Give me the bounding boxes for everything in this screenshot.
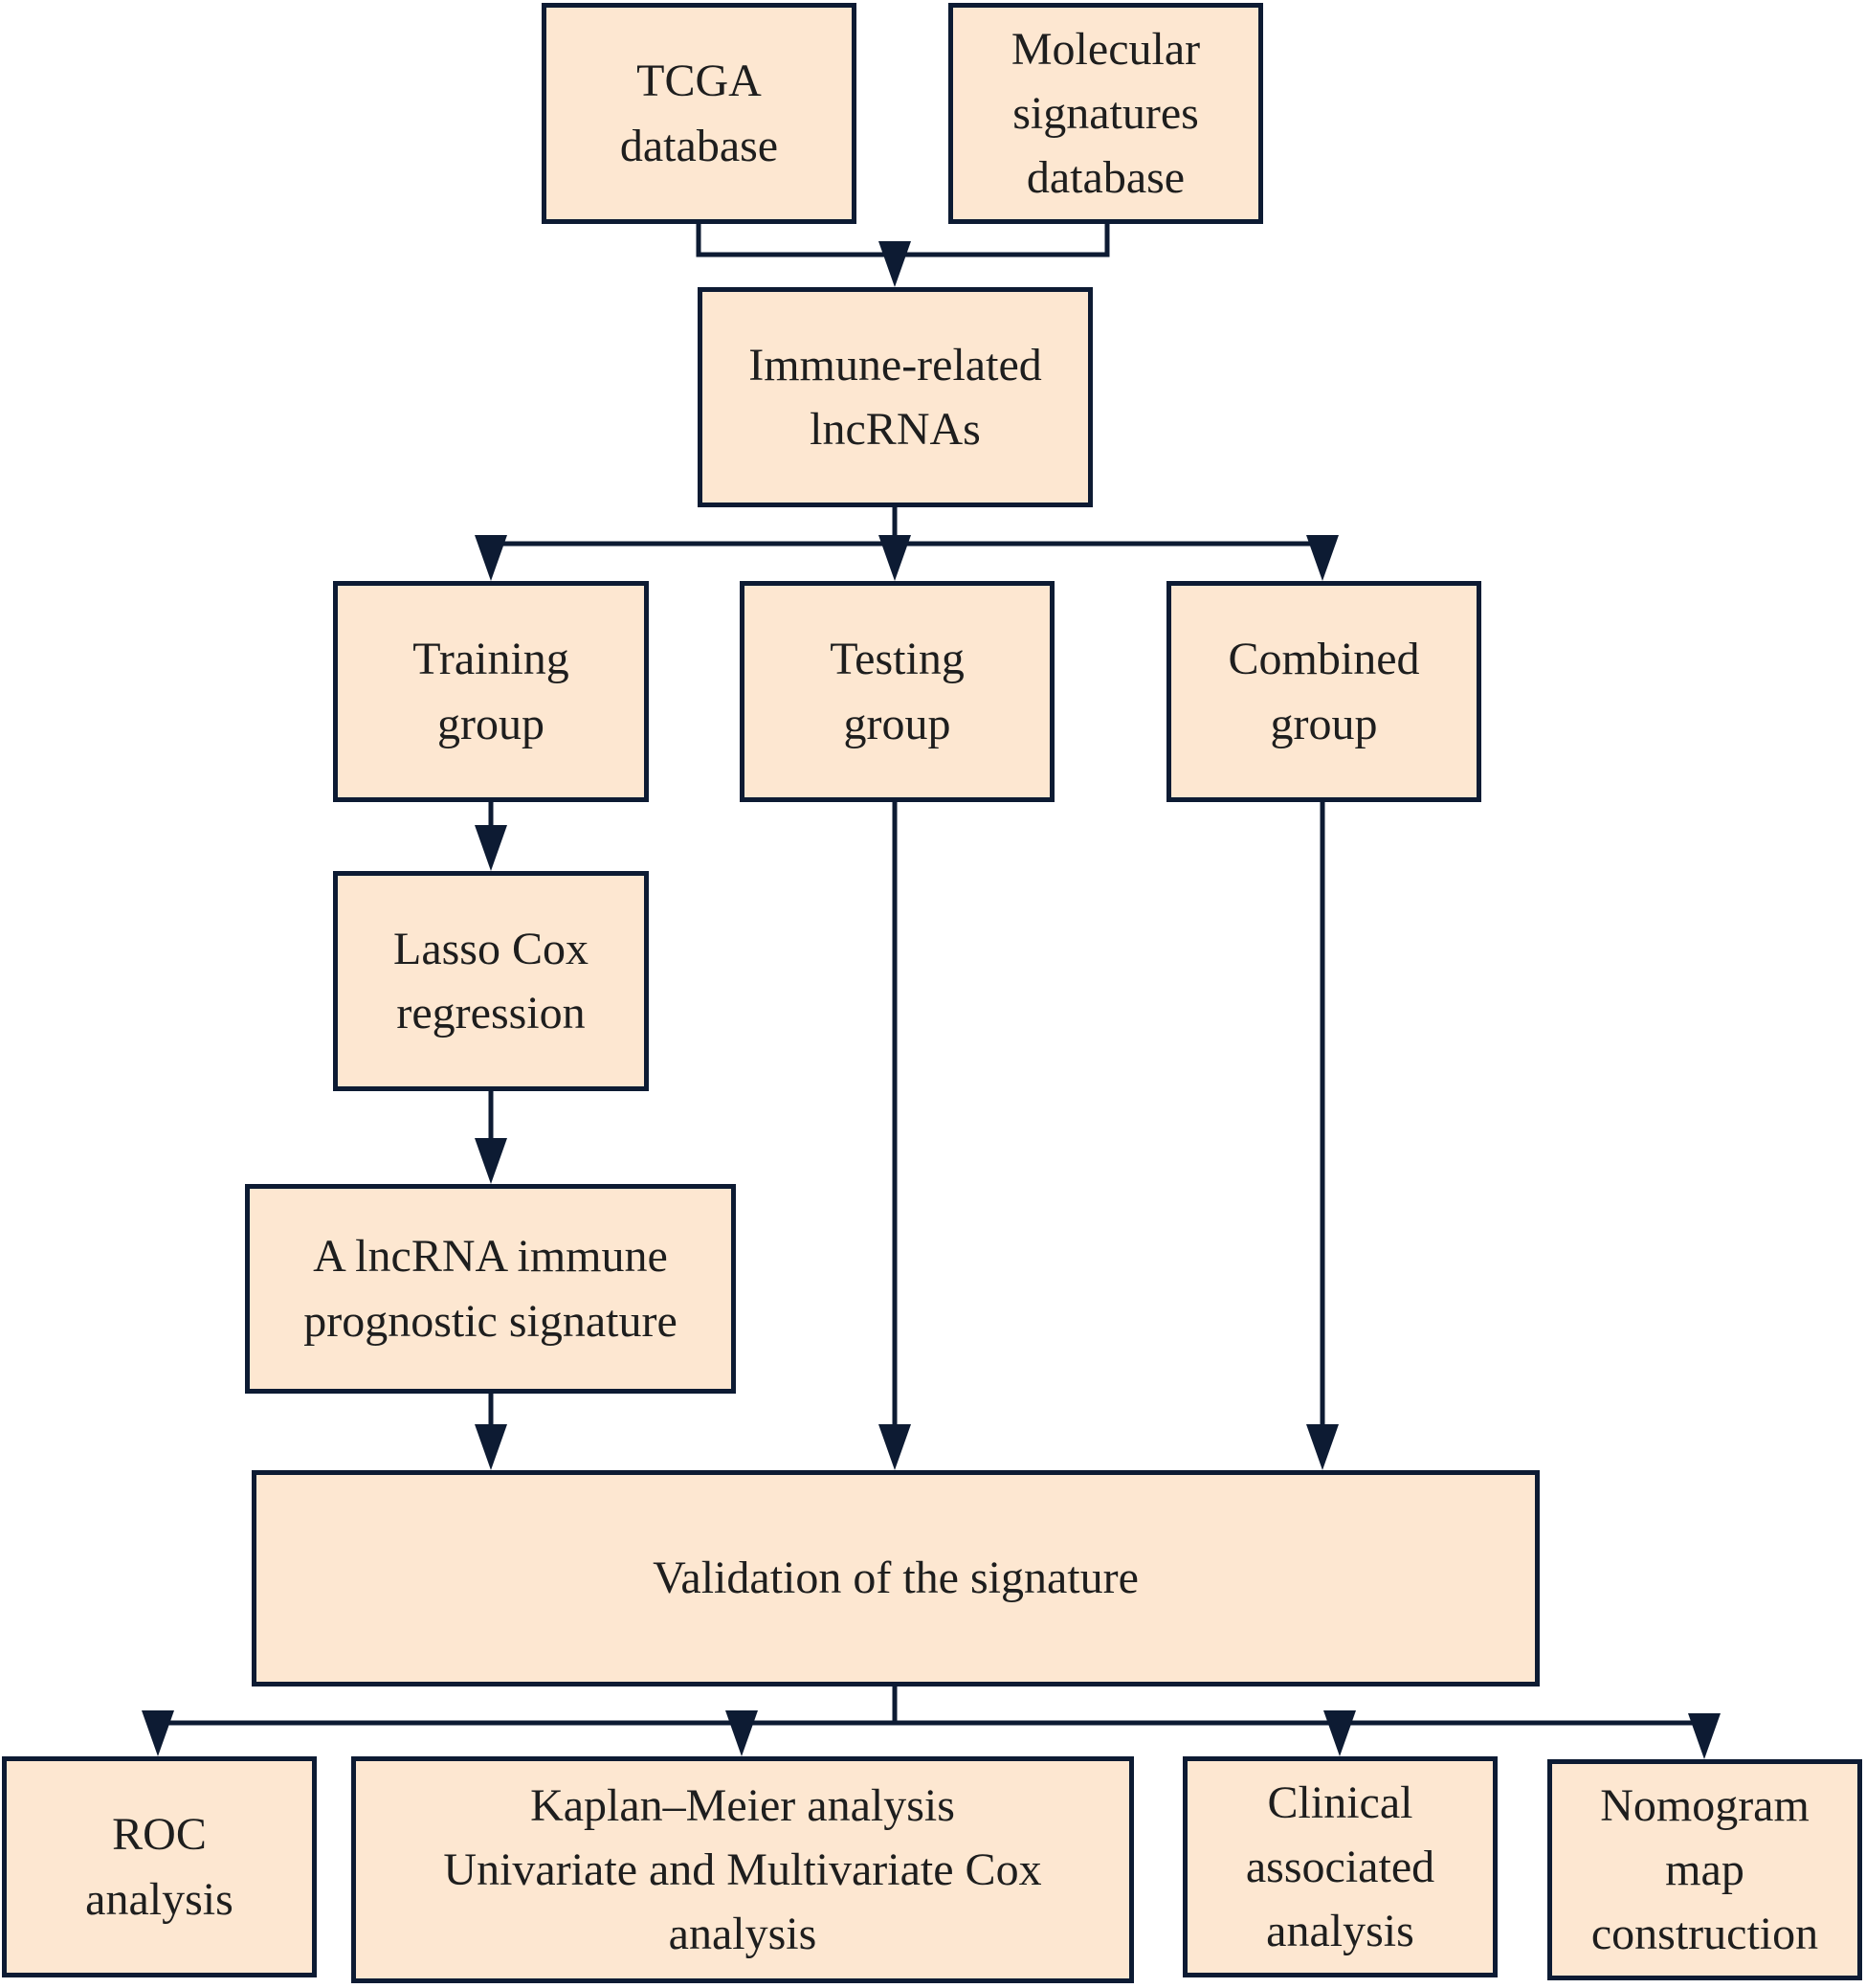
node-lasso-cox-regression-line-2: regression [396,988,586,1039]
node-lncrna-immune-prognostic-signature-line-2: prognostic signature [303,1295,678,1347]
node-kaplan-meier-cox-analysis: Kaplan–Meier analysis Univariate and Mul… [351,1756,1134,1983]
node-nomogram-map-construction-line-2: map [1665,1843,1744,1895]
arrowhead-to-testing-group [878,535,911,581]
node-immune-related-lncrnas-line-2: lncRNAs [810,404,981,455]
node-lncrna-immune-prognostic-signature-line-1: A lncRNA immune [313,1231,668,1283]
node-immune-related-lncrnas: Immune-related lncRNAs [698,287,1093,507]
node-nomogram-map-construction: Nomogram map construction [1547,1759,1862,1980]
node-testing-group: Testing group [740,581,1055,802]
node-molecular-signatures-database: Molecular signatures database [948,3,1263,224]
node-training-group: Training group [333,581,649,802]
node-combined-group-line-1: Combined [1228,634,1420,685]
arrowhead-to-immune-lncrnas [878,241,911,287]
arrowhead-to-combined-group [1306,535,1339,581]
node-nomogram-map-construction-line-3: construction [1590,1909,1819,1960]
arrowhead-combined-to-validation [1306,1424,1339,1470]
node-kaplan-meier-cox-analysis-line-1: Kaplan–Meier analysis [530,1779,955,1831]
node-tcga-database-line-1: TCGA [636,56,762,107]
arrowhead-to-clinical [1323,1710,1356,1756]
node-roc-analysis-line-2: analysis [85,1873,233,1925]
node-molecular-signatures-database-line-3: database [1026,152,1186,204]
arrowhead-signature-to-validation [475,1424,507,1470]
node-clinical-associated-analysis-line-1: Clinical [1267,1776,1413,1828]
arrowhead-to-lasso [475,825,507,871]
node-validation-of-the-signature: Validation of the signature [252,1470,1540,1686]
node-clinical-associated-analysis: Clinical associated analysis [1183,1756,1498,1977]
arrowhead-to-kaplan-meier [725,1710,758,1756]
arrowhead-to-roc [142,1710,174,1756]
node-training-group-line-2: group [437,698,544,749]
arrowhead-to-training-group [475,535,507,581]
node-validation-of-the-signature-line-1: Validation of the signature [653,1552,1139,1604]
node-lasso-cox-regression: Lasso Cox regression [333,871,649,1091]
node-lncrna-immune-prognostic-signature: A lncRNA immune prognostic signature [245,1184,736,1394]
node-roc-analysis-line-1: ROC [112,1809,207,1861]
node-molecular-signatures-database-line-1: Molecular [1011,23,1201,75]
node-training-group-line-1: Training [412,634,569,685]
node-roc-analysis: ROC analysis [2,1756,317,1977]
node-tcga-database: TCGA database [542,3,856,224]
node-kaplan-meier-cox-analysis-line-2: Univariate and Multivariate Cox [443,1843,1042,1895]
node-nomogram-map-construction-line-1: Nomogram [1600,1779,1810,1831]
arrowhead-to-signature [475,1138,507,1184]
node-tcga-database-line-2: database [619,120,779,171]
node-testing-group-line-2: group [843,698,951,749]
arrowhead-testing-to-validation [878,1424,911,1470]
node-combined-group-line-2: group [1270,698,1378,749]
node-combined-group: Combined group [1166,581,1481,802]
node-testing-group-line-1: Testing [830,634,965,685]
node-kaplan-meier-cox-analysis-line-3: analysis [668,1909,817,1960]
node-clinical-associated-analysis-line-2: associated [1245,1841,1435,1892]
arrowhead-to-nomogram [1688,1713,1721,1759]
node-molecular-signatures-database-line-2: signatures [1012,87,1199,139]
node-clinical-associated-analysis-line-3: analysis [1266,1906,1414,1957]
node-lasso-cox-regression-line-1: Lasso Cox [393,923,589,974]
node-immune-related-lncrnas-line-1: Immune-related [748,339,1042,391]
